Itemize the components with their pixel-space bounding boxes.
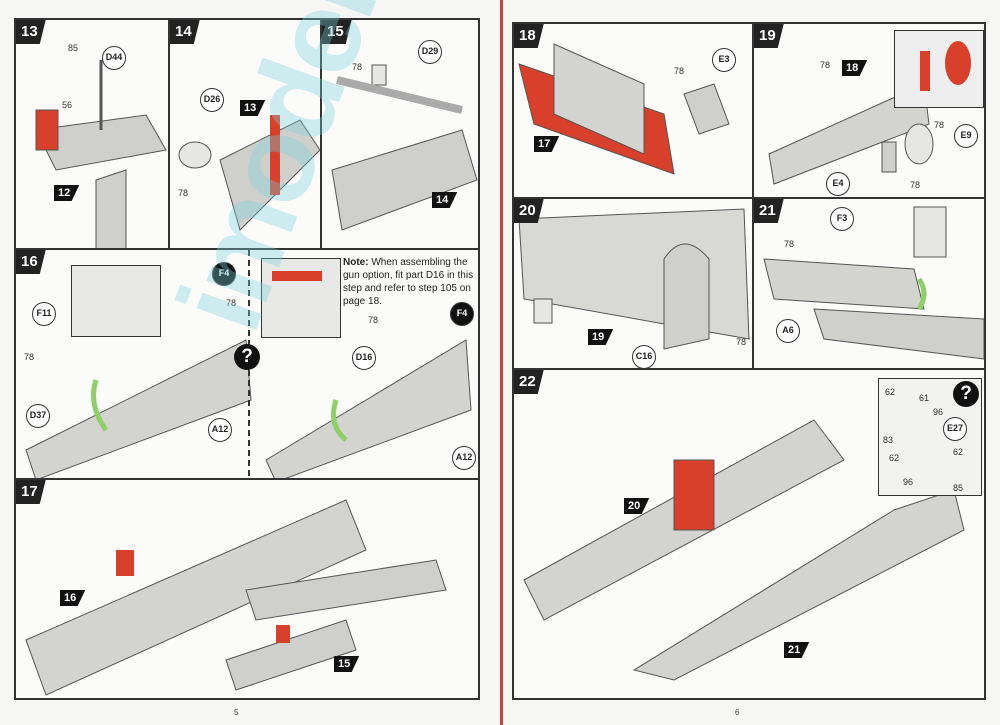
part-label: E27 [943,417,967,441]
step-14-drawing [178,115,320,231]
page-number: 5 [234,708,239,717]
step-18-drawing [518,43,730,175]
step-21-drawing [763,206,984,360]
help-icon: ? [234,344,260,370]
note-label: Note: [343,257,369,268]
help-icon: ? [953,381,979,407]
part-label: A12 [208,418,232,442]
step-15-panel: 15 D29 78 14 [320,18,480,250]
step-number: 16 [16,250,46,274]
part-label: D29 [418,40,442,64]
part-number: 62 [889,453,900,463]
step-17-panel: 17 16 15 [14,478,480,700]
step-number: 22 [514,370,544,394]
part-number: 78 [178,188,189,198]
subassembly-flag: 21 [784,642,810,658]
part-label: E3 [712,48,736,72]
part-number: 62 [885,387,896,397]
part-label: A12 [452,446,476,470]
subassembly-flag: 14 [432,192,458,208]
step-14-panel: 14 D26 78 13 [168,18,322,250]
part-label: F11 [32,302,56,326]
part-label: C16 [632,345,656,368]
right-page: 18 78 E3 17 19 78 78 E9 E4 78 18 20 C16 … [503,0,1000,725]
part-label: D16 [352,346,376,370]
part-label: D26 [200,88,224,112]
part-number: 85 [68,43,79,53]
part-number: 83 [883,435,894,445]
part-number: 78 [226,298,237,308]
detail-inset [261,258,341,338]
step-16-drawing [25,250,472,478]
step-number: 17 [16,480,46,504]
step-number: 18 [514,24,544,48]
part-number: 78 [368,315,379,325]
subassembly-flag: 16 [60,590,86,606]
step-18-panel: 18 78 E3 17 [512,22,754,199]
step-number: 19 [754,24,784,48]
step-15-drawing [331,64,478,231]
assembly-note: Note: When assembling the gun option, fi… [343,256,478,308]
step-13-drawing [35,60,167,248]
part-number: 78 [24,352,35,362]
subassembly-flag: 20 [624,498,650,514]
step-19-drawing [768,83,934,185]
step-number: 20 [514,199,544,223]
part-number: 78 [736,337,747,347]
step-16-panel: 16 Note: When assembling the gun option,… [14,248,480,480]
note-text: When assembling the gun option, fit part… [343,257,474,307]
part-label: E4 [826,172,850,196]
detail-inset [71,265,161,337]
part-label: D37 [26,404,50,428]
step-17-drawing [25,499,447,696]
part-number: 56 [62,100,73,110]
part-number: 78 [820,60,831,70]
part-number: 62 [953,447,964,457]
part-label: D44 [102,46,126,70]
part-number: 96 [903,477,914,487]
step-22-drawing [523,419,965,681]
part-number: 78 [910,180,921,190]
part-label: A6 [776,319,800,343]
subassembly-flag: 12 [54,185,80,201]
page-number: 6 [735,708,740,717]
part-label: F4 [450,302,474,326]
pilot-figure-inset: 62 61 96 E27 83 62 62 96 85 ? [878,378,982,496]
left-page: 13 85 56 D44 12 14 D26 78 13 15 D29 78 1… [14,18,480,717]
page-spine [500,0,503,725]
part-number: 78 [784,239,795,249]
part-number: 61 [919,393,930,403]
part-number: 78 [352,62,363,72]
part-number: 96 [933,407,944,417]
step-20-drawing [518,208,750,350]
part-label: F3 [830,207,854,231]
step-number: 14 [170,20,200,44]
subassembly-flag: 15 [334,656,360,672]
step-19-panel: 19 78 78 E9 E4 78 18 [752,22,986,199]
subassembly-flag: 17 [534,136,560,152]
part-number: 78 [934,120,945,130]
detail-inset [894,30,984,108]
part-label: F4 [212,262,236,286]
step-number: 21 [754,199,784,223]
step-13-panel: 13 85 56 D44 12 [14,18,170,250]
subassembly-flag: 13 [240,100,266,116]
subassembly-flag: 18 [842,60,868,76]
step-20-panel: 20 C16 78 19 [512,197,754,370]
subassembly-flag: 19 [588,329,614,345]
step-number: 13 [16,20,46,44]
step-22-panel: 22 62 61 96 E27 83 62 62 96 85 ? 20 21 [512,368,986,700]
part-label: E9 [954,124,978,148]
part-number: 85 [953,483,964,493]
step-21-panel: 21 F3 78 A6 [752,197,986,370]
part-number: 78 [674,66,685,76]
